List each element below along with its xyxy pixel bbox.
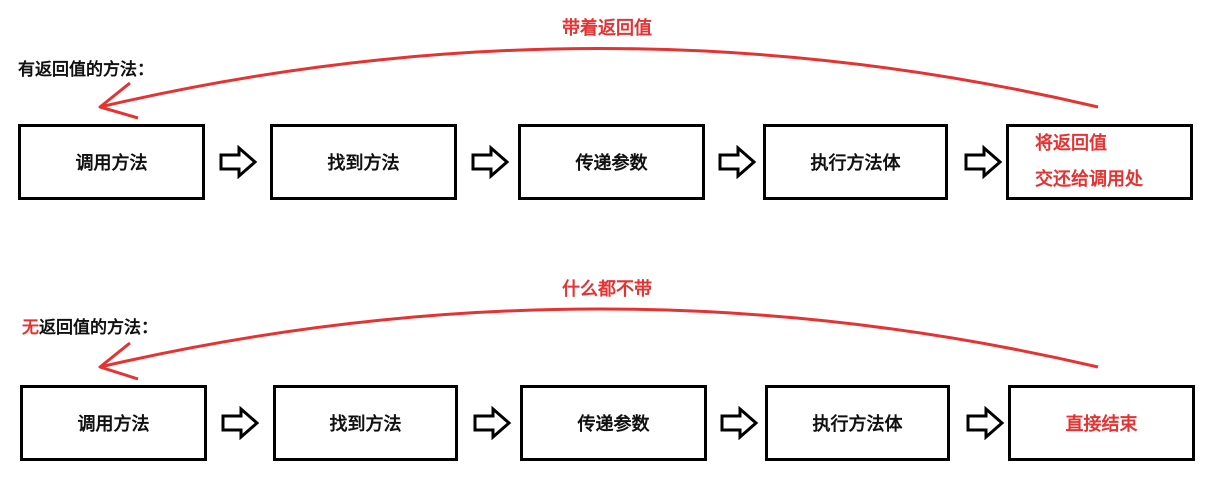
right-outline-arrow-icon: [964, 145, 1003, 179]
right-outline-arrow-icon: [219, 145, 258, 179]
section-with-return-value: 带着返回值 有返回值的方法： 调用方法 找到方法 传递参数 执行方法体 将返回值…: [18, 18, 1193, 200]
arc-label: 什么都不带: [562, 279, 652, 300]
right-outline-arrow-icon: [471, 145, 510, 179]
step-box-find-method: 找到方法: [270, 124, 457, 200]
step-box-execute-body: 执行方法体: [763, 124, 948, 200]
step-box-pass-params: 传递参数: [518, 124, 705, 200]
return-curve-arrow-icon: [98, 307, 1099, 381]
section-without-return-value: 什么都不带 无返回值的方法： 调用方法 找到方法 传递参数 执行方法体 直接结束: [0, 241, 1215, 482]
right-outline-arrow-icon: [720, 406, 759, 440]
step-box-pass-params: 传递参数: [520, 385, 707, 461]
return-curve-arrow-icon: [98, 47, 1099, 120]
right-outline-arrow-icon: [966, 406, 1005, 440]
arc-label: 带着返回值: [562, 18, 652, 39]
step-box-return-value: 将返回值 交还给调用处: [1006, 124, 1193, 200]
title-red-prefix: 无: [22, 318, 39, 338]
section-title: 有返回值的方法：: [18, 55, 154, 80]
right-outline-arrow-icon: [473, 406, 512, 440]
right-outline-arrow-icon: [718, 145, 757, 179]
title-text: 有返回值的方法：: [18, 60, 154, 80]
step-box-call-method: 调用方法: [20, 385, 207, 461]
step-box-find-method: 找到方法: [273, 385, 458, 461]
step-box-call-method: 调用方法: [18, 124, 205, 200]
step-box-direct-end: 直接结束: [1008, 385, 1195, 461]
right-outline-arrow-icon: [221, 406, 260, 440]
title-text: 返回值的方法：: [39, 318, 158, 338]
step-box-execute-body: 执行方法体: [765, 385, 950, 461]
section-title: 无返回值的方法：: [22, 313, 158, 338]
